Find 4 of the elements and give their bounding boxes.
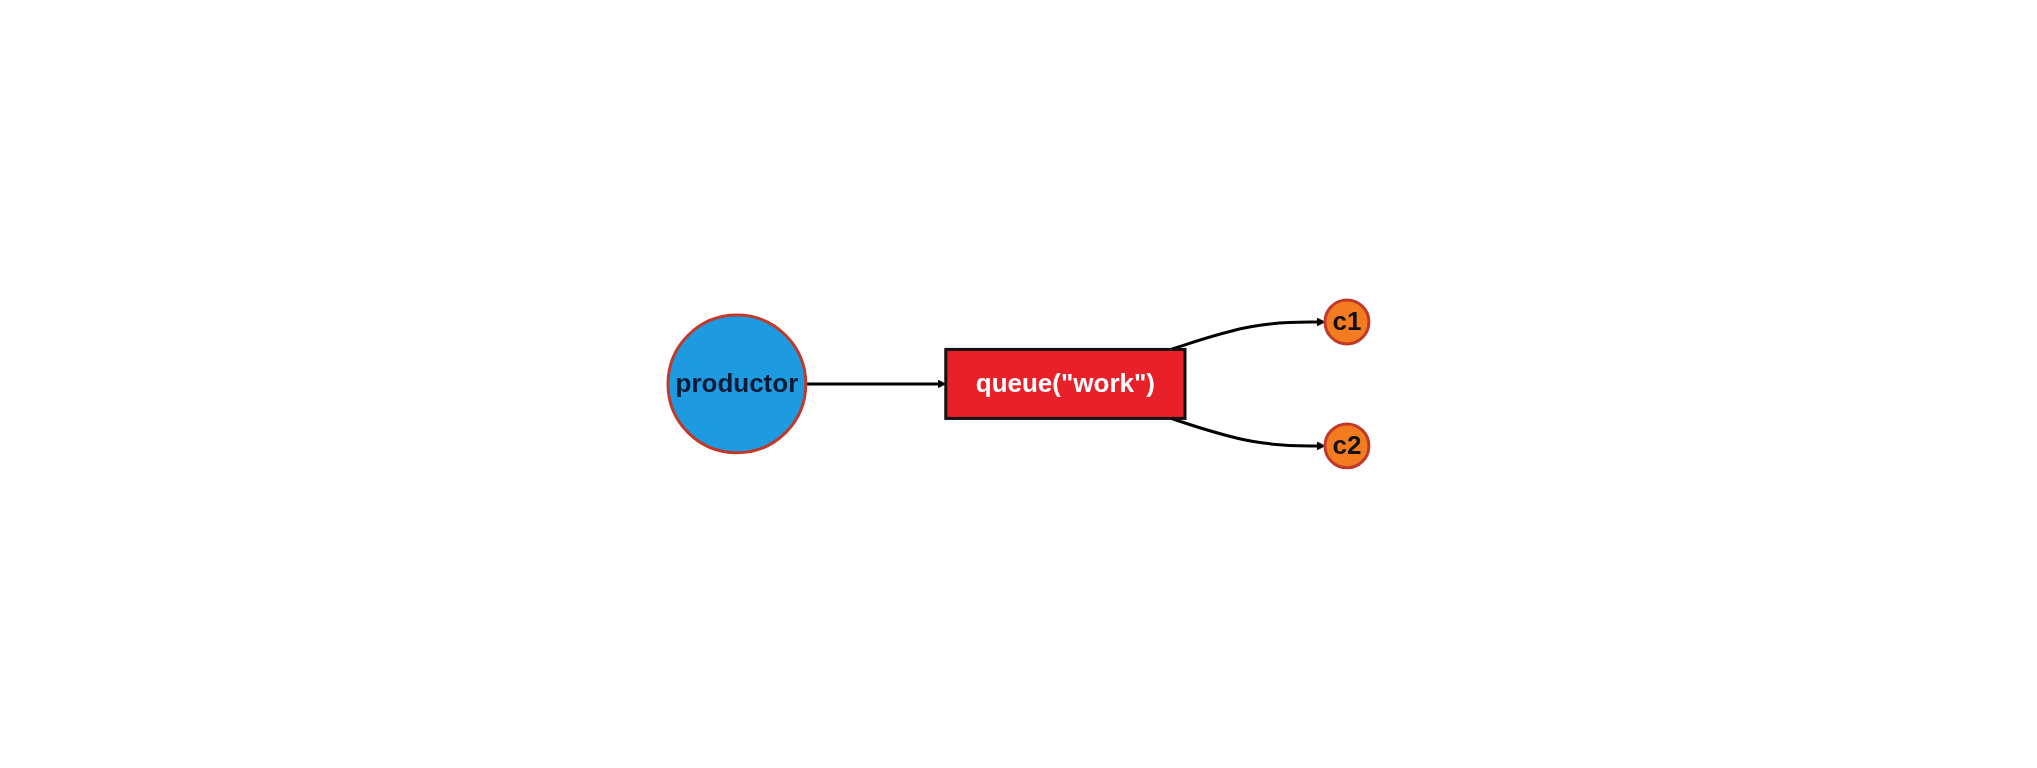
node-circle: c2 — [1323, 422, 1371, 470]
node-circle: productor — [666, 313, 808, 455]
node-circle: c1 — [1323, 298, 1371, 346]
node-box: queue("work") — [944, 348, 1187, 420]
